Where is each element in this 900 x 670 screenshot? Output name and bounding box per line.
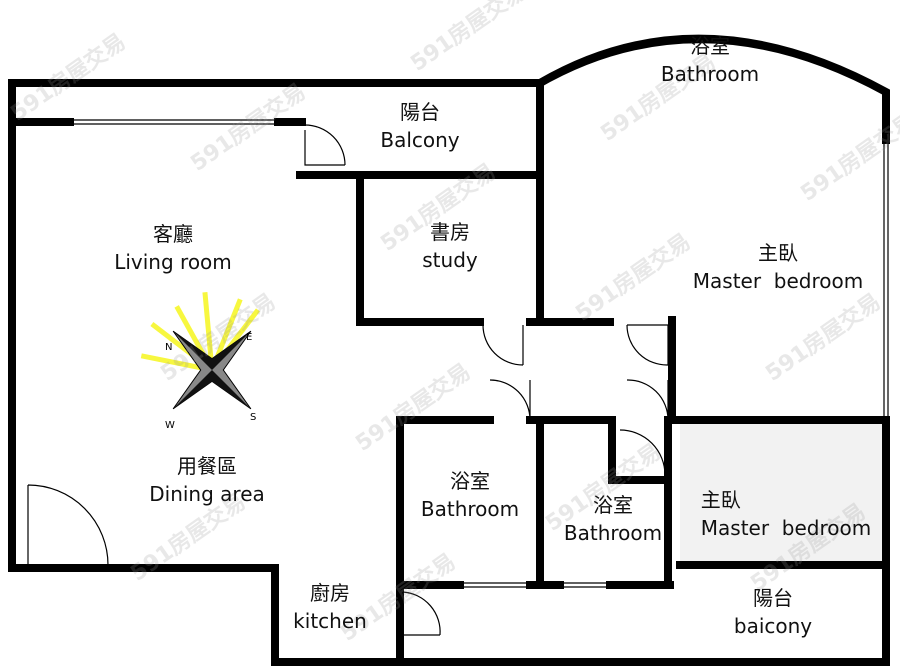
room-name-en: kitchen [293, 609, 367, 633]
room-label-bathroom-master: 浴室 Bathroom [661, 32, 759, 88]
shaded-room-floor [680, 424, 885, 564]
room-name-zh: 主臥 [757, 241, 798, 265]
room-name-zh: 主臥 [700, 488, 741, 512]
compass-south: S [250, 412, 256, 423]
room-label-living-room: 客廳 Living room [114, 220, 232, 276]
room-label-master-bedroom: 主臥 Master bedroom [693, 239, 863, 295]
room-label-study: 書房 study [422, 218, 477, 274]
room-label-balcony-bottom: 陽台 baicony [734, 584, 812, 640]
room-name-zh: 陽台 [400, 100, 440, 124]
room-name-zh: 陽台 [752, 586, 793, 610]
room-name-zh: 浴室 [449, 469, 490, 493]
room-name-en: Master bedroom [700, 516, 872, 540]
room-label-bathroom-3: 浴室 Bathroom [564, 491, 662, 547]
room-label-balcony-top: 陽台 Balcony [380, 98, 459, 154]
room-name-zh: 客廳 [153, 222, 193, 246]
compass-west: W [165, 420, 175, 431]
compass-rose-icon [140, 291, 260, 410]
room-name-en: Master bedroom [692, 269, 864, 293]
room-name-en: Balcony [380, 128, 460, 152]
room-name-zh: 廚房 [309, 581, 350, 605]
room-name-en: Bathroom [563, 521, 663, 545]
room-name-zh: 用餐區 [177, 454, 237, 478]
walls [8, 34, 890, 666]
compass-east: E [246, 332, 252, 343]
room-name-en: study [422, 248, 478, 272]
room-name-zh: 書房 [430, 220, 470, 244]
room-name-en: baicony [733, 614, 813, 638]
room-name-zh: 浴室 [592, 493, 633, 517]
room-name-en: Bathroom [660, 62, 760, 86]
room-name-en: Dining area [149, 482, 265, 506]
compass-labels: N E S W [165, 332, 256, 431]
room-name-en: Bathroom [420, 497, 520, 521]
room-name-zh: 浴室 [689, 34, 730, 58]
room-label-bathroom-2: 浴室 Bathroom [421, 467, 519, 523]
room-label-kitchen: 廚房 kitchen [293, 579, 367, 635]
room-label-dining-area: 用餐區 Dining area [149, 452, 265, 508]
room-name-en: Living room [114, 250, 232, 274]
room-label-master-bedroom-2: 主臥 Master bedroom [701, 486, 871, 542]
compass-north: N [165, 342, 172, 353]
windows-and-doors [27, 119, 889, 636]
